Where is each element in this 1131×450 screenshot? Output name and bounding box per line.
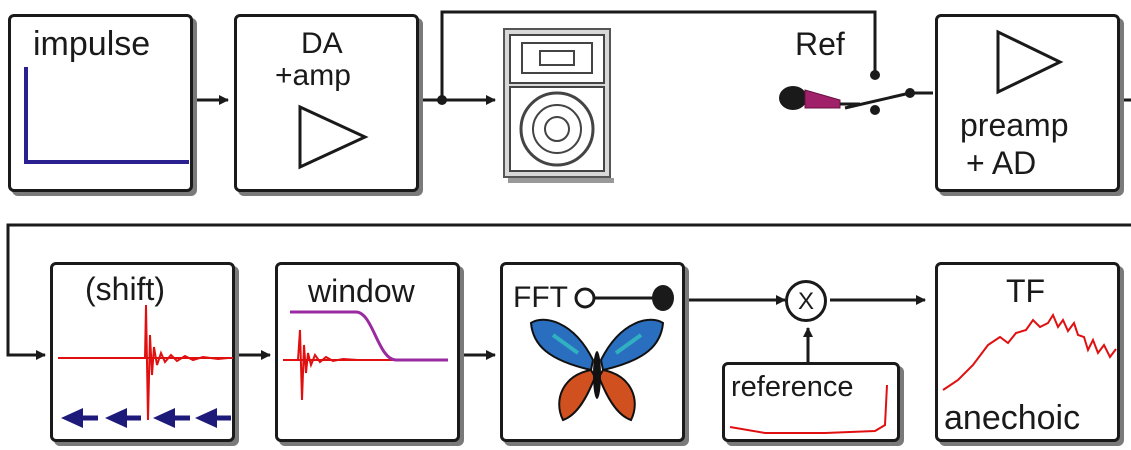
shift-block: (shift) [50,262,235,442]
da-label: DA [301,27,343,60]
transfer-function-plot [942,312,1117,391]
switch-contact-mic [870,105,880,115]
junction-dot-da [437,95,447,105]
impulse-label: impulse [33,25,151,63]
wire-ref-tap [440,10,877,100]
fft-label: FFT [513,281,568,314]
ad-label: + AD [966,145,1037,181]
amp-label: +amp [275,59,351,92]
impulse-plot [24,67,189,164]
switch-contact-ref [870,70,880,80]
reference-block: reference [722,362,900,442]
speaker-cabinet-icon [500,25,618,185]
window-plot [283,310,448,401]
multiply-symbol: X [798,288,815,315]
window-block: window [275,262,460,442]
butterfly-icon [529,285,674,422]
shifted-response-plot [58,304,233,428]
preamp-ad-block: preamp + AD [935,14,1120,192]
switch-pivot [905,88,915,98]
shift-arrows-icon [61,408,231,428]
shift-label: (shift) [85,271,165,307]
da-amp-block: DA +amp [234,14,419,192]
anechoic-label: anechoic [944,399,1081,437]
ref-label: Ref [795,26,845,62]
window-label: window [308,273,415,309]
impulse-block: impulse [8,14,193,192]
preamp-label: preamp [960,107,1069,143]
reference-plot [729,384,888,434]
fft-block: FFT [500,262,685,442]
wire-wrap [6,223,1131,360]
microphone-icon [779,86,860,110]
reference-label: reference [731,371,854,403]
multiply-node: X [785,280,827,322]
amplifier-triangle-icon [298,104,369,170]
tf-block: TF anechoic [935,262,1120,442]
tf-label: TF [1006,273,1046,309]
preamp-triangle-icon [996,29,1064,95]
